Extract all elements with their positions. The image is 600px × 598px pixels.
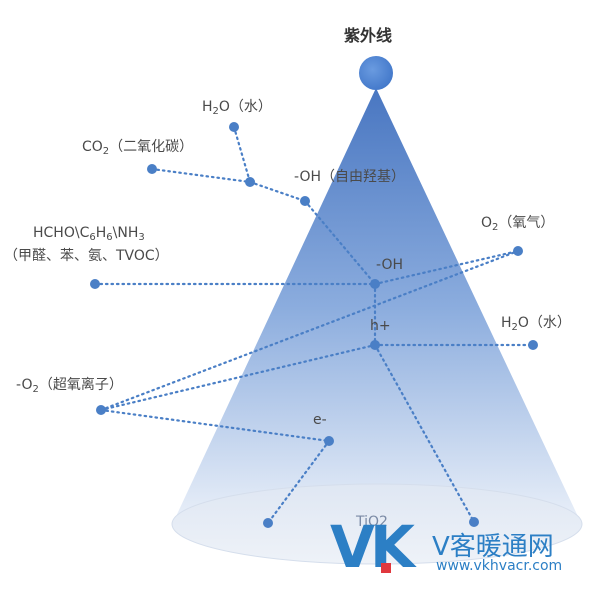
watermark-logo-v: V bbox=[330, 513, 375, 581]
node-junction bbox=[245, 177, 255, 187]
uv-light-cone bbox=[172, 88, 582, 525]
line-node-to-oh bbox=[248, 180, 307, 203]
line-beam-oh-to-o2 bbox=[373, 249, 520, 286]
line-o2minus-to-eminus bbox=[99, 408, 331, 443]
line-h2o-to-node bbox=[232, 125, 252, 184]
node-o2-minus bbox=[96, 405, 106, 415]
reaction-lines bbox=[93, 125, 535, 525]
watermark-red-square bbox=[381, 563, 391, 573]
node-h2o-right bbox=[528, 340, 538, 350]
line-oh-to-beam-oh bbox=[303, 199, 377, 286]
node-beam-oh bbox=[370, 279, 380, 289]
label-h2o-top: H2O（水） bbox=[202, 99, 272, 117]
node-o2 bbox=[513, 246, 523, 256]
reaction-nodes bbox=[90, 122, 538, 528]
line-co2-to-node bbox=[150, 167, 252, 184]
label-oh-free: -OH（自由羟基） bbox=[294, 169, 405, 185]
node-h2o-top bbox=[229, 122, 239, 132]
label-voc-names: （甲醛、苯、氨、TVOC） bbox=[4, 248, 169, 264]
label-beam-oh: -OH bbox=[376, 257, 403, 273]
node-co2 bbox=[147, 164, 157, 174]
label-o2-minus: -O2（超氧离子） bbox=[16, 377, 123, 395]
uv-title: 紫外线 bbox=[344, 26, 393, 45]
node-h-plus bbox=[370, 340, 380, 350]
line-hplus-to-tio2-right bbox=[373, 343, 476, 524]
node-tio2-right bbox=[469, 517, 479, 527]
label-tio2: TiO2 bbox=[356, 514, 388, 530]
label-voc-formula: HCHO\C6H6\NH3 bbox=[33, 225, 145, 243]
node-e-minus bbox=[324, 436, 334, 446]
label-h-plus: h+ bbox=[370, 318, 391, 334]
tio2-base bbox=[171, 483, 583, 565]
line-eminus-to-tio2-left bbox=[266, 439, 331, 525]
label-co2: CO2（二氧化碳） bbox=[82, 139, 194, 157]
label-h2o-right: H2O（水） bbox=[501, 315, 571, 333]
watermark-url: www.vkhvacr.com bbox=[436, 558, 563, 574]
label-e-minus: e- bbox=[313, 412, 327, 428]
watermark-logo-k: K bbox=[370, 513, 415, 581]
node-tio2-left bbox=[263, 518, 273, 528]
uv-source-icon bbox=[359, 56, 393, 90]
label-o2: O2（氧气） bbox=[481, 215, 555, 233]
node-oh-free bbox=[300, 196, 310, 206]
watermark-site-name: V客暖通网 bbox=[432, 532, 554, 562]
node-voc bbox=[90, 279, 100, 289]
